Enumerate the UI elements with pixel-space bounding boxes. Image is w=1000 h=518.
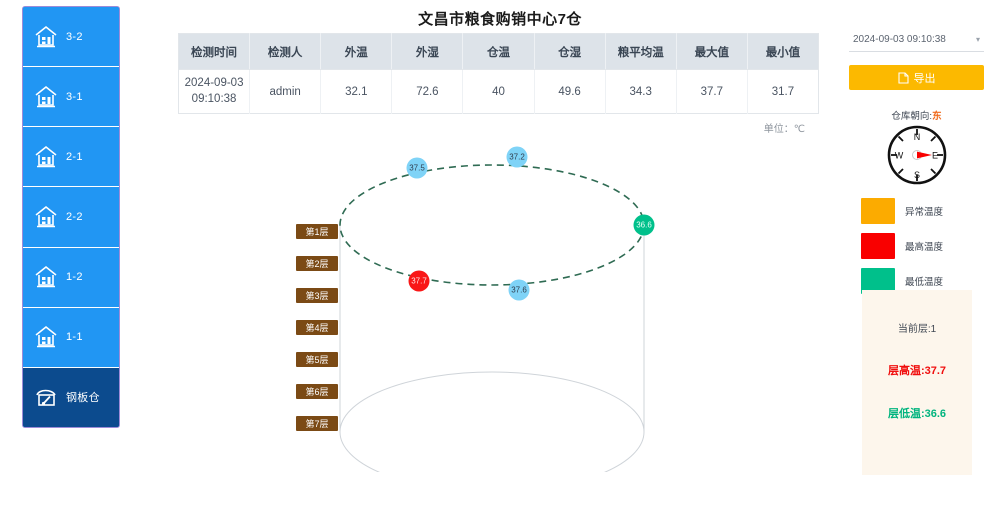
steel-silo-icon (36, 390, 56, 407)
current-layer-text: 当前层:1 (897, 324, 937, 335)
column-header: 外温 (320, 33, 393, 70)
layer-info-box: 当前层:1 层高温:37.7 层低温:36.6 (862, 290, 972, 475)
column-header: 最大值 (676, 33, 748, 70)
layer-button-5[interactable]: 第5层 (296, 352, 338, 367)
layer-button-3[interactable]: 第3层 (296, 288, 338, 303)
datetime-value: 2024-09-03 09:10:38 (853, 34, 946, 45)
silo-cylinder-shape (339, 164, 645, 472)
sidebar-item-label: 1-1 (66, 331, 83, 344)
compass-wrapper: N S E W (849, 124, 984, 186)
cell-time: 2024-09-03 09:10:38 (178, 69, 251, 114)
legend-swatch (861, 233, 895, 259)
right-control-panel: 2024-09-03 09:10:38 ▾ 导出 仓库朝向:东 (849, 28, 984, 303)
temperature-legend: 异常温度最高温度最低温度 (849, 198, 984, 294)
export-label: 导出 (913, 72, 936, 85)
sidebar-item-3-1[interactable]: 3-1 (23, 67, 119, 128)
cell-time-date: 2024-09-03 (184, 76, 244, 89)
silo-diagram: 37.5 37.2 37.7 37.6 36.6 (330, 132, 660, 472)
compass-north-label: N (913, 132, 920, 142)
layer-button-1[interactable]: 第1层 (296, 224, 338, 239)
cell-out-humidity: 72.6 (391, 69, 464, 114)
cell-out-temp: 32.1 (320, 69, 393, 114)
sensor-dot[interactable]: 37.5 (406, 157, 428, 179)
sensor-dot[interactable]: 37.7 (408, 270, 430, 292)
layer-low-temp-text: 层低温:36.6 (887, 408, 947, 420)
unit-note: 单位：℃ (763, 124, 805, 135)
cell-bin-humidity: 49.6 (534, 69, 606, 114)
sidebar-item-1-1[interactable]: 1-1 (23, 307, 119, 368)
layer-high-temp-text: 层高温:37.7 (887, 365, 947, 377)
sidebar-item-2-2[interactable]: 2-2 (23, 187, 119, 248)
cell-time-clock: 09:10:38 (191, 92, 237, 105)
orientation-label: 仓库朝向: (891, 111, 933, 122)
column-header: 检测时间 (178, 33, 251, 70)
column-header: 最小值 (747, 33, 819, 70)
legend-label: 最高温度 (905, 242, 944, 253)
datetime-picker[interactable]: 2024-09-03 09:10:38 ▾ (849, 28, 984, 52)
layer-button-7[interactable]: 第7层 (296, 416, 338, 431)
warehouse-icon (35, 85, 57, 108)
legend-row: 最低温度 (861, 268, 984, 294)
layer-button-4[interactable]: 第4层 (296, 320, 338, 335)
legend-row: 异常温度 (861, 198, 984, 224)
orientation-row: 仓库朝向:东 (849, 108, 984, 122)
column-header: 外湿 (391, 33, 464, 70)
warehouse-icon (35, 326, 57, 348)
cell-max-value: 37.7 (676, 69, 748, 114)
legend-swatch (861, 268, 895, 294)
column-header: 仓湿 (534, 33, 606, 70)
layer-button-2[interactable]: 第2层 (296, 256, 338, 271)
sensor-dot[interactable]: 37.6 (508, 279, 530, 301)
layer-button-6[interactable]: 第6层 (296, 384, 338, 399)
sidebar-item-label: 3-1 (66, 90, 83, 103)
column-header: 仓温 (462, 33, 535, 70)
sidebar-item-label: 1-2 (66, 271, 83, 284)
sidebar-item-2-1[interactable]: 2-1 (23, 127, 119, 188)
file-icon (897, 71, 909, 84)
sensor-dot[interactable]: 37.2 (506, 146, 528, 168)
measurement-table-wrapper: 检测时间检测人外温外湿仓温仓湿粮平均温最大值最小值 2024-09-03 09:1… (178, 33, 819, 114)
orientation-value: 东 (932, 111, 942, 122)
sidebar-item-label: 钢板仓 (66, 392, 100, 405)
sidebar-item-钢板仓[interactable]: 钢板仓 (23, 367, 119, 427)
legend-label: 异常温度 (905, 207, 944, 218)
warehouse-icon (35, 205, 57, 228)
cell-min-value: 31.7 (771, 85, 795, 98)
legend-row: 最高温度 (861, 233, 984, 259)
sidebar-item-label: 2-2 (66, 210, 83, 223)
chevron-down-icon: ▾ (975, 35, 980, 44)
column-header: 粮平均温 (605, 33, 677, 70)
export-button[interactable]: 导出 (849, 65, 984, 90)
sensor-dot[interactable]: 36.6 (633, 214, 655, 236)
column-header: 检测人 (249, 33, 322, 70)
warehouse-icon (35, 266, 57, 288)
cell-grain-avg-temp: 34.3 (605, 69, 677, 114)
sidebar-item-label: 2-1 (66, 150, 83, 163)
warehouse-icon (35, 25, 57, 47)
sidebar-item-label: 3-2 (66, 30, 83, 43)
sidebar-item-1-2[interactable]: 1-2 (23, 247, 119, 308)
layer-button-group: 第1层第2层第3层第4层第5层第6层第7层 (296, 224, 338, 448)
legend-label: 最低温度 (905, 277, 944, 288)
table-header-row: 检测时间检测人外温外湿仓温仓湿粮平均温最大值最小值 (178, 33, 819, 70)
sidebar-item-3-2[interactable]: 3-2 (23, 7, 119, 68)
cell-operator: admin (249, 69, 322, 114)
compass-icon: N S E W (887, 125, 946, 185)
compass-needle (916, 151, 932, 159)
compass-west-label: W (894, 151, 903, 161)
compass-east-label: E (931, 151, 937, 161)
page-title: 文昌市粮食购销中心7仓 (418, 11, 582, 28)
warehouse-icon (35, 145, 57, 168)
measurement-table: 检测时间检测人外温外湿仓温仓湿粮平均温最大值最小值 2024-09-03 09:1… (178, 33, 819, 114)
warehouse-sidebar: 3-2 3-1 2-1 2-2 1-2 1-1 钢板仓 (22, 6, 120, 428)
compass-south-label: S (913, 170, 919, 180)
cell-bin-temp: 40 (462, 69, 535, 114)
legend-swatch (861, 198, 895, 224)
